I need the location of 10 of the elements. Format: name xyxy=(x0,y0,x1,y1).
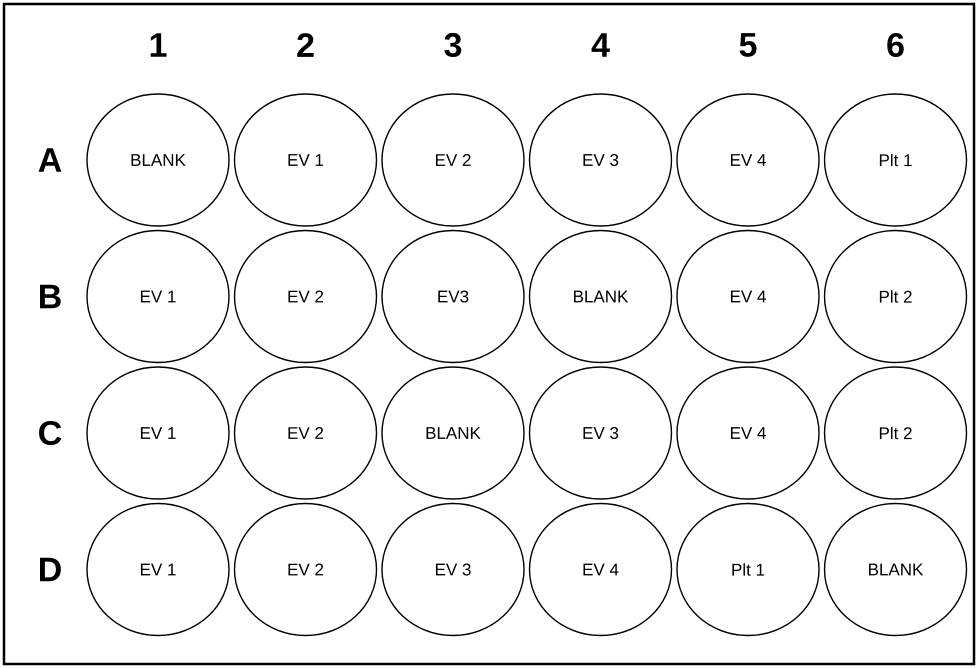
column-number: 5 xyxy=(740,33,757,57)
row-letter: B xyxy=(40,284,61,308)
row-letter: D xyxy=(40,558,61,582)
column-number: 3 xyxy=(444,32,462,58)
column-number: 2 xyxy=(297,33,314,57)
column-number: 1 xyxy=(150,33,167,57)
row-letter: A xyxy=(38,148,62,172)
row-letter: C xyxy=(39,420,62,446)
column-number: 4 xyxy=(592,33,610,57)
column-number: 6 xyxy=(887,32,904,58)
